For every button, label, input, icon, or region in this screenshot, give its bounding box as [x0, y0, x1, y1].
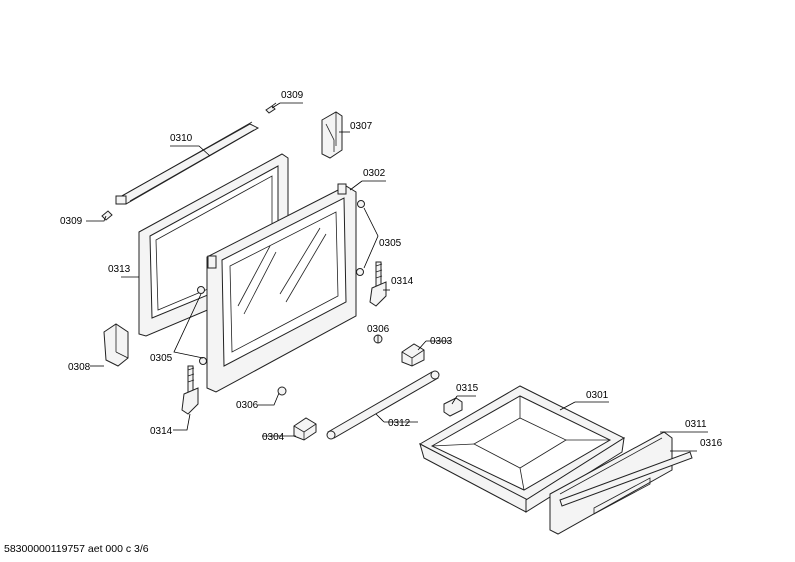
part-0305-washers — [199, 200, 365, 365]
part-0302-outer-door — [206, 183, 357, 393]
part-0315-clip — [443, 397, 463, 417]
part-0309-screw-top — [265, 102, 277, 114]
label-0315: 0315 — [456, 383, 479, 394]
part-0308-bracket — [103, 323, 129, 367]
part-0310-trim-strip — [115, 121, 260, 205]
part-0316-strip — [559, 451, 693, 507]
label-0312: 0312 — [388, 418, 411, 429]
part-0314-hinge-right — [369, 261, 387, 307]
label-0305-left: 0305 — [150, 353, 173, 364]
label-0310: 0310 — [170, 133, 193, 144]
label-0301: 0301 — [586, 390, 609, 401]
label-0313: 0313 — [108, 264, 131, 275]
part-0306-bushing-left — [277, 386, 287, 396]
label-0305-right: 0305 — [379, 238, 402, 249]
label-0302: 0302 — [363, 168, 386, 179]
part-0312-handle-rod — [326, 370, 440, 440]
label-0309-left: 0309 — [60, 216, 83, 227]
part-0309-screw-left — [101, 210, 113, 221]
document-footer: 58300000119757 aet 000 c 3/6 — [4, 543, 149, 555]
label-0311: 0311 — [685, 419, 707, 430]
leader-lines — [86, 102, 708, 452]
part-labels: 0309 0310 0307 0302 0309 0313 0305 0314 … — [60, 90, 723, 449]
part-0314-hinge-left — [181, 365, 199, 415]
label-0306-left: 0306 — [236, 400, 259, 411]
label-0308: 0308 — [68, 362, 91, 373]
label-0303: 0303 — [430, 336, 453, 347]
label-0304: 0304 — [262, 432, 285, 443]
label-0306-right: 0306 — [367, 324, 390, 335]
label-0314-right: 0314 — [391, 276, 414, 287]
label-0307: 0307 — [350, 121, 373, 132]
label-0309-top: 0309 — [281, 90, 304, 101]
part-0307-bracket — [321, 111, 343, 159]
part-0304-block — [293, 417, 317, 441]
label-0314-left: 0314 — [150, 426, 173, 437]
label-0316: 0316 — [700, 438, 723, 449]
